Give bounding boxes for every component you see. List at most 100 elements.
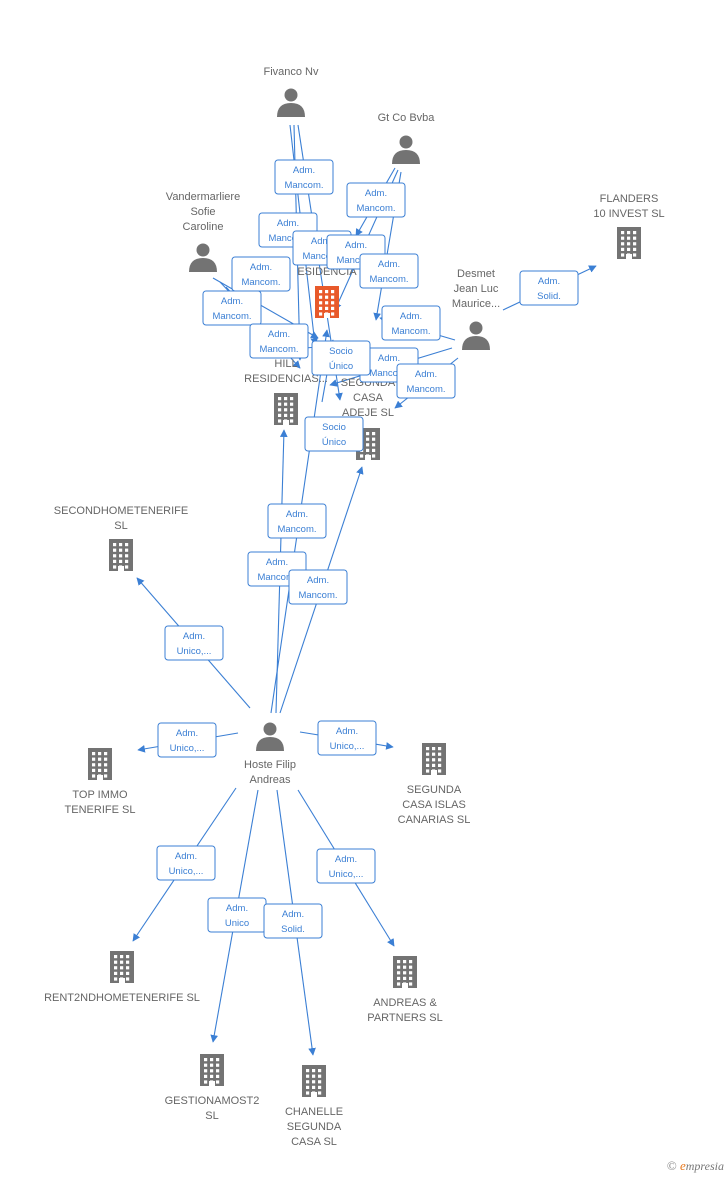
edge-label-text: Mancom. bbox=[369, 274, 408, 285]
edge-label-text: Adm. bbox=[335, 854, 357, 865]
edge-label-box bbox=[231, 256, 291, 292]
edge-label-text: Adm. bbox=[293, 165, 315, 176]
edge-label-text: Solid. bbox=[281, 924, 305, 935]
node-gtco[interactable]: Gt Co Bvba bbox=[378, 112, 436, 164]
edge-label-text: Mancom. bbox=[298, 590, 337, 601]
edge-label-box bbox=[311, 340, 371, 376]
node-rent2nd[interactable]: RENT2NDHOMETENERIFE SL bbox=[44, 951, 200, 1004]
node-label: SL bbox=[114, 520, 127, 532]
node-label: FLANDERS bbox=[600, 193, 659, 205]
building-icon bbox=[110, 951, 134, 983]
edge-label[interactable]: Adm. Mancom. bbox=[267, 503, 327, 539]
edge-label-box bbox=[156, 845, 216, 881]
edge-label[interactable]: Adm.Mancom. bbox=[396, 363, 456, 399]
edge-labels-layer: Adm. Mancom. Adm. Mancom. Adm. Mancom. Adm. Man… bbox=[156, 159, 579, 939]
node-label: Andreas bbox=[250, 774, 291, 786]
edge-label-text: Mancom. bbox=[284, 180, 323, 191]
edge-label[interactable]: Adm. Mancom. bbox=[381, 305, 441, 341]
node-label: Caroline bbox=[183, 221, 224, 233]
edge-label-text: Unico bbox=[225, 918, 249, 929]
node-residencias[interactable]: ESIDENCIA bbox=[297, 266, 357, 318]
person-icon bbox=[256, 722, 284, 751]
edge-label-box bbox=[164, 625, 224, 661]
edge-label[interactable]: Adm. Mancom. bbox=[359, 253, 419, 289]
edge-label-text: Mancom. bbox=[212, 311, 251, 322]
edge-label[interactable]: Adm. Mancom. bbox=[274, 159, 334, 195]
edge-label-box bbox=[316, 848, 376, 884]
edge-label[interactable]: Adm.Mancom. bbox=[202, 290, 262, 326]
edge-label[interactable]: Adm.Unico,... bbox=[157, 722, 217, 758]
node-label: GESTIONAMOST2 bbox=[165, 1095, 260, 1107]
edge-label[interactable]: Adm.Mancom. bbox=[231, 256, 291, 292]
edge-label-text: Adm. bbox=[268, 329, 290, 340]
edge-label-text: Adm. bbox=[378, 259, 400, 270]
edge-label-text: Unico,... bbox=[169, 866, 204, 877]
person-icon bbox=[392, 135, 420, 164]
edge-label[interactable]: Adm. Solid. bbox=[263, 903, 323, 939]
node-hill[interactable]: HILLRESIDENCIAS... bbox=[244, 358, 328, 425]
edge-label[interactable]: Adm. Unico,... bbox=[316, 848, 376, 884]
edge-label-box bbox=[274, 159, 334, 195]
edge-label-box bbox=[202, 290, 262, 326]
node-label: Fivanco Nv bbox=[263, 66, 319, 78]
edge-label-text: Mancom. bbox=[259, 344, 298, 355]
edge-label-text: Unico,... bbox=[329, 869, 364, 880]
person-icon bbox=[277, 88, 305, 117]
building-icon bbox=[315, 286, 339, 318]
building-icon bbox=[617, 227, 641, 259]
edge-label-text: Adm. bbox=[378, 353, 400, 364]
edge-label-text: Mancom. bbox=[257, 572, 296, 583]
edge-label-text: Adm. bbox=[311, 236, 333, 247]
edge-label-text: Adm. bbox=[266, 557, 288, 568]
edge-label-text: Socio bbox=[329, 346, 353, 357]
edge-label[interactable]: Adm.Mancom. bbox=[346, 182, 406, 218]
node-label: Gt Co Bvba bbox=[378, 112, 436, 124]
edge-label-text: Adm. bbox=[365, 188, 387, 199]
edge-label[interactable]: Adm. Unico,... bbox=[317, 720, 377, 756]
edge-label[interactable]: Adm.Mancom. bbox=[288, 569, 348, 605]
edge-label-text: Adm. bbox=[400, 311, 422, 322]
edge-label[interactable]: Adm.Unico bbox=[207, 897, 267, 933]
node-label: RENT2NDHOMETENERIFE SL bbox=[44, 992, 200, 1004]
edge-label-text: Adm. bbox=[183, 631, 205, 642]
node-label: SEGUNDA bbox=[407, 784, 462, 796]
edge-label-box bbox=[304, 416, 364, 452]
edge-label-text: Adm. bbox=[277, 218, 299, 229]
edge-label[interactable]: Adm.Unico,... bbox=[156, 845, 216, 881]
edge-label-text: Único bbox=[322, 437, 346, 448]
edge-label-text: Mancom. bbox=[391, 326, 430, 337]
edge-label-text: Adm. bbox=[282, 909, 304, 920]
edge-label-text: Mancom. bbox=[277, 524, 316, 535]
node-fivanco[interactable]: Fivanco Nv bbox=[263, 66, 319, 117]
building-icon bbox=[393, 956, 417, 988]
edge-label-box bbox=[519, 270, 579, 306]
node-label: PARTNERS SL bbox=[367, 1012, 442, 1024]
edge-label-text: Solid. bbox=[537, 291, 561, 302]
node-label: SEGUNDA bbox=[287, 1121, 342, 1133]
person-icon bbox=[462, 321, 490, 350]
edge-label-text: Adm. bbox=[250, 262, 272, 273]
edge-label-text: Adm. bbox=[336, 726, 358, 737]
edge-label[interactable]: Adm.Solid. bbox=[519, 270, 579, 306]
building-icon bbox=[109, 539, 133, 571]
building-icon bbox=[200, 1054, 224, 1086]
brand-initial: e bbox=[679, 1158, 686, 1173]
edge-label-text: Adm. bbox=[286, 509, 308, 520]
edge-label-text: Único bbox=[329, 361, 353, 372]
node-andreas[interactable]: ANDREAS &PARTNERS SL bbox=[367, 956, 443, 1024]
edge-label[interactable]: Adm.Unico,... bbox=[164, 625, 224, 661]
edge-label-text: Unico,... bbox=[330, 741, 365, 752]
edge-label[interactable]: Adm. Mancom. bbox=[249, 323, 309, 359]
node-label: ADEJE SL bbox=[342, 407, 394, 419]
